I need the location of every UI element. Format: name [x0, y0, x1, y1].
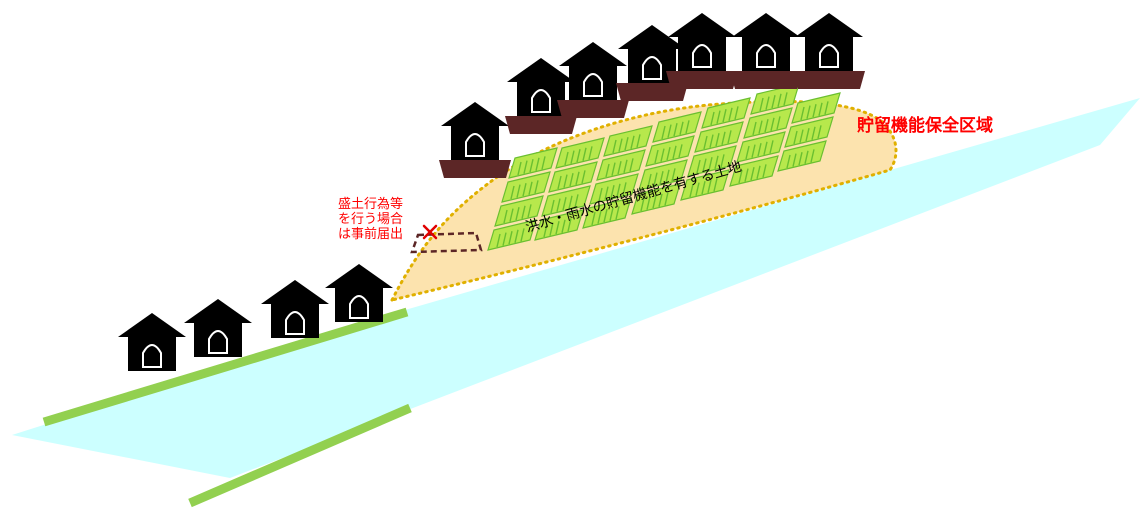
paddy-field-icon — [487, 219, 537, 251]
house-icon — [184, 299, 252, 357]
house-icon — [793, 13, 865, 89]
house-icon — [118, 313, 186, 371]
paddy-field-icon — [694, 121, 744, 153]
zone-title: 貯留機能保全区域 — [857, 115, 993, 136]
house-icon — [325, 264, 393, 322]
notice-line: は事前届出 — [338, 226, 403, 242]
paddy-field-icon — [777, 140, 827, 172]
paddy-field-icon — [582, 197, 632, 229]
house-base — [730, 71, 802, 89]
paddy-field-icon — [687, 145, 737, 177]
paddy-field-icon — [680, 169, 730, 201]
paddy-field-icon — [652, 111, 702, 143]
notice-line: 盛土行為等 — [338, 196, 403, 212]
embankment-lower — [188, 403, 412, 508]
notice-line: を行う場合 — [338, 212, 403, 227]
house-icon — [730, 13, 802, 89]
paddy-field-icon — [784, 116, 834, 148]
embankment-upper — [42, 307, 409, 427]
paddy-field-icon — [791, 92, 841, 124]
house-base — [439, 160, 511, 178]
house-icon — [557, 42, 629, 118]
paddy-fields — [487, 83, 841, 251]
notice-text: 盛土行為等 を行う場合 は事前届出 — [338, 196, 407, 242]
paddy-field-icon — [555, 137, 605, 169]
paddy-field-icon — [534, 209, 584, 241]
paddy-field-icon — [501, 171, 551, 203]
paddy-field-icon — [508, 147, 558, 179]
house-base — [557, 100, 629, 118]
paddy-field-icon — [645, 135, 695, 167]
house-base — [666, 71, 738, 89]
paddy-field-icon — [729, 155, 779, 187]
houses — [118, 13, 865, 371]
planned-fill-area — [410, 231, 483, 254]
paddy-field-icon — [603, 125, 653, 157]
cross-mark-icon — [422, 224, 438, 240]
river — [12, 98, 1140, 478]
paddy-field-icon — [736, 131, 786, 163]
paddy-field-icon — [494, 195, 544, 227]
house-icon — [505, 58, 577, 134]
paddy-field-icon — [548, 161, 598, 193]
house-icon — [439, 102, 511, 178]
house-base — [616, 83, 688, 101]
house-base — [793, 71, 865, 89]
paddy-field-icon — [743, 107, 793, 139]
paddy-field-icon — [596, 149, 646, 181]
paddy-field-icon — [638, 159, 688, 191]
house-icon — [666, 13, 738, 89]
paddy-field-icon — [701, 97, 751, 129]
paddy-field-icon — [631, 183, 681, 215]
paddy-field-icon — [589, 173, 639, 205]
paddy-field-icon — [541, 185, 591, 217]
house-base — [505, 116, 577, 134]
house-icon — [261, 280, 329, 338]
